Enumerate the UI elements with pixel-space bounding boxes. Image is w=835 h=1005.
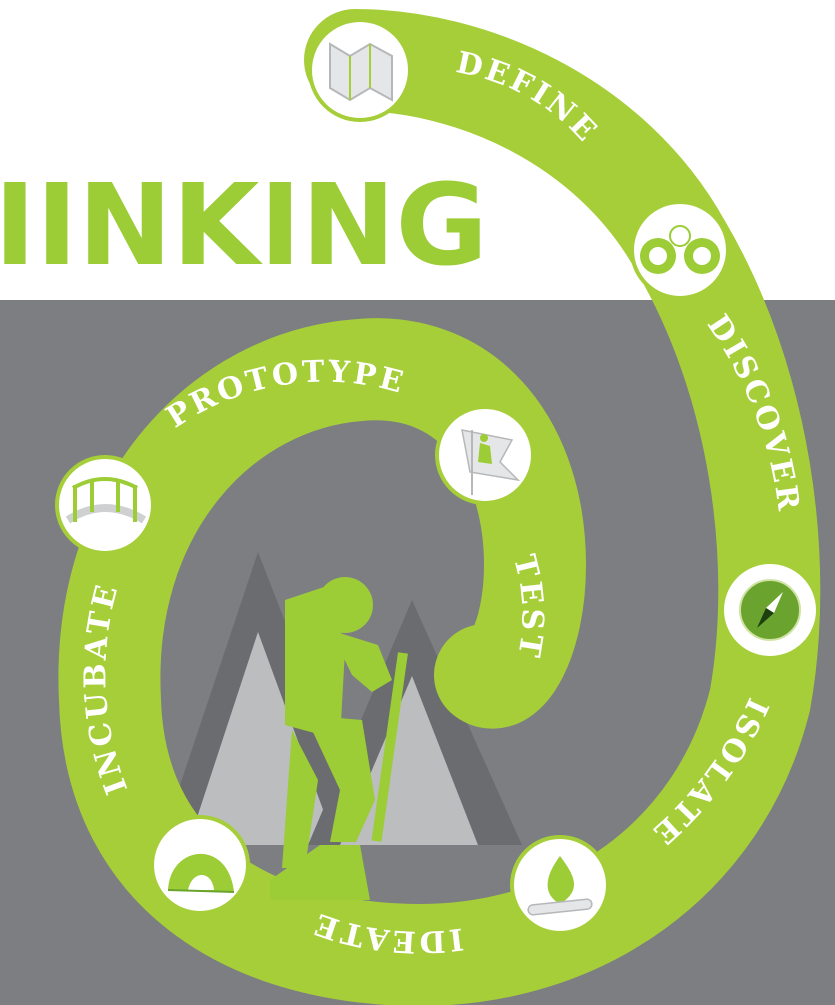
binoculars-icon	[630, 200, 730, 300]
page-title: IINKING	[0, 161, 488, 291]
summit-flag-icon	[435, 405, 535, 505]
tent-icon	[150, 815, 250, 915]
hiker-silhouette	[270, 577, 408, 900]
compass-icon	[720, 560, 820, 660]
campfire-icon	[510, 835, 610, 935]
bridge-icon	[55, 455, 155, 555]
map-icon	[308, 18, 412, 122]
